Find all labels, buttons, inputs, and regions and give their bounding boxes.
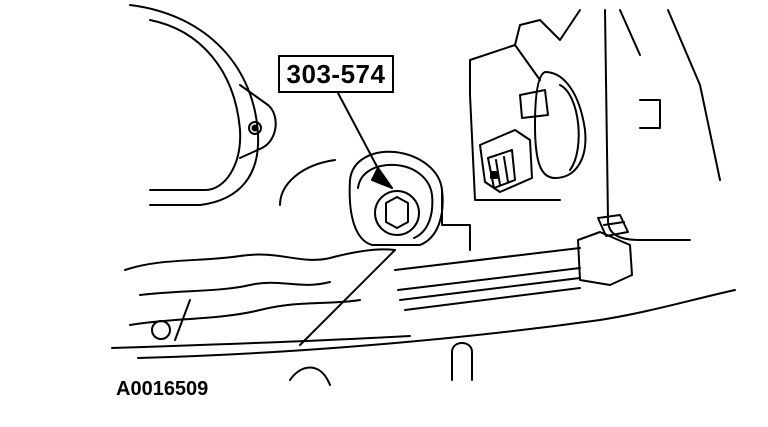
lower-post <box>289 342 473 386</box>
sensor-connector <box>479 71 587 193</box>
circular-housing <box>129 4 277 206</box>
drain-plug-boss <box>279 150 471 251</box>
engine-block-outline <box>111 248 736 359</box>
tool-number-callout: 303-574 <box>278 55 394 93</box>
leader-arrow <box>337 92 393 189</box>
figure-id-label: A0016509 <box>116 378 209 400</box>
bracket-plate <box>469 9 721 241</box>
hex-plug <box>374 190 420 236</box>
rod-assembly <box>394 214 633 311</box>
